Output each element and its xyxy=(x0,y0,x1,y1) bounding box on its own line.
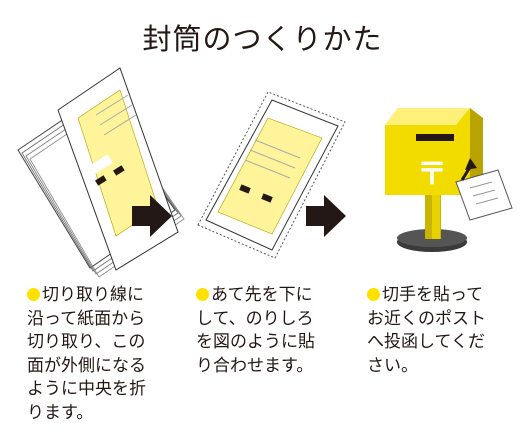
step-arrow-icon xyxy=(306,195,346,237)
step-arrow-icon xyxy=(132,195,172,237)
folded-paper-illustration xyxy=(17,67,185,278)
step-1-text: 切り取り線に 沿って紙面から 切り取り、この 面が外側になる ように中央を折 り… xyxy=(27,285,146,423)
bullet-dot-icon xyxy=(27,288,40,301)
mailbox-icon: 〒 xyxy=(385,108,513,252)
glued-envelope-illustration xyxy=(197,91,346,259)
bullet-dot-icon xyxy=(367,288,380,301)
step-2-text: あて先を下に して、のりしろ を図のように貼 り合わせます。 xyxy=(196,285,315,376)
step-3-text: 切手を貼って お近くのポスト へ投函してくだ さい。 xyxy=(367,285,486,376)
postal-mark-icon: 〒 xyxy=(417,157,447,192)
bullet-dot-icon xyxy=(196,288,209,301)
page-title: 封筒のつくりかた xyxy=(142,22,383,56)
